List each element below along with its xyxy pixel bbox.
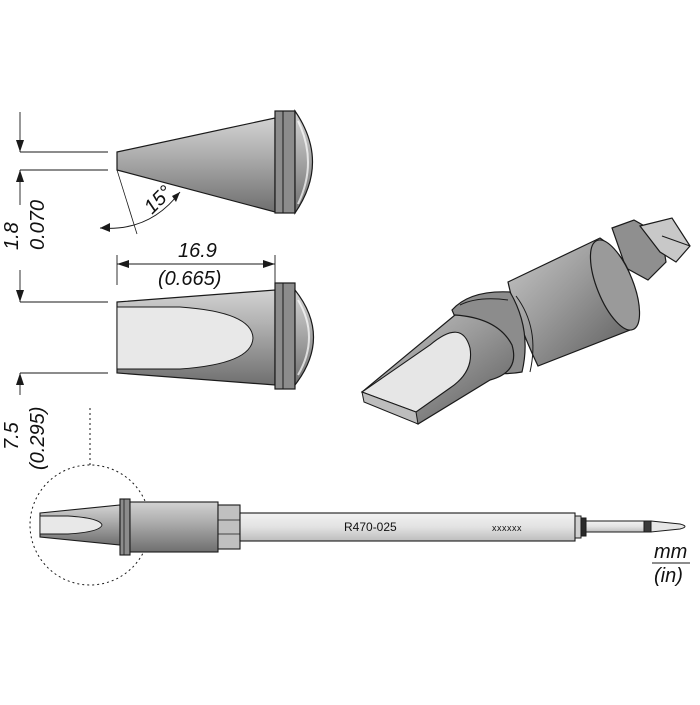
iso-tip-edge: [361, 391, 419, 425]
thickness-mm-label: 1.8: [1, 222, 23, 250]
side-view-collar: [274, 110, 296, 214]
unit-metric-label: mm: [654, 541, 687, 563]
side-view-dome: [294, 109, 313, 215]
cartridge-collar: [119, 498, 131, 556]
top-view-dome: [294, 288, 314, 387]
thickness-in-label: 0.070: [27, 200, 49, 250]
width-in-label: (0.295): [27, 407, 49, 470]
top-view-collar: [274, 282, 296, 390]
top-view-flat-face: [116, 306, 254, 370]
isometric-view: [360, 217, 691, 425]
cartridge-shaft: [239, 512, 576, 542]
cartridge-end: [650, 520, 686, 533]
iso-flat-face: [360, 331, 472, 413]
cartridge-hex: [217, 504, 241, 550]
units-legend: mm (in): [652, 541, 690, 587]
model-label: R470-025: [344, 520, 397, 534]
length-in-label: (0.665): [158, 268, 221, 290]
tip-angle-label: 15°: [140, 182, 177, 219]
side-view-tip-body: [116, 117, 276, 213]
thickness-dimension: 1.8 0.070: [1, 112, 108, 250]
cartridge-rod: [585, 520, 645, 533]
side-view: 15°: [99, 109, 313, 235]
full-cartridge: R470-025 xxxxxx: [39, 498, 686, 556]
cartridge-body: [129, 501, 219, 553]
unit-imperial-label: (in): [654, 565, 683, 587]
length-mm-label: 16.9: [178, 240, 217, 262]
width-dimension: 7.5 (0.295): [1, 270, 108, 470]
length-dimension: 16.9 (0.665): [116, 240, 276, 290]
serial-label: xxxxxx: [492, 523, 522, 533]
width-mm-label: 7.5: [1, 421, 23, 450]
top-view: [116, 282, 314, 390]
